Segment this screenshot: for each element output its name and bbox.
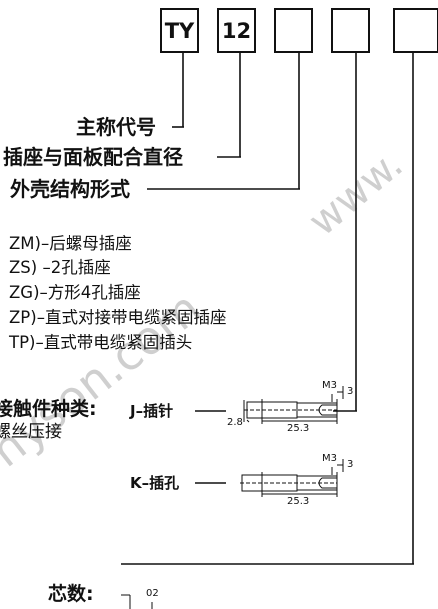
code-box-shell (274, 8, 313, 53)
code-box-diameter: 12 (217, 8, 256, 53)
label-main-code: 主称代号 (76, 115, 156, 139)
socket-thread-label: M3 (322, 453, 337, 464)
shell-option-zm: ZM)–后螺母插座 (9, 234, 132, 253)
socket-contact-drawing (195, 459, 344, 497)
pin-contact-label: J–插针 (130, 402, 174, 420)
pin-length-dim: 25.3 (287, 423, 310, 434)
socket-length-dim: 25.3 (287, 496, 310, 507)
socket-height-dim: 3 (347, 459, 354, 470)
shell-option-zp: ZP)–直式对接带电缆紧固插座 (9, 308, 227, 327)
pin-count-marker (121, 594, 153, 609)
shell-option-zs: ZS) –2孔插座 (9, 258, 111, 277)
pin-contact-drawing (195, 386, 344, 424)
pin-count-value: 02 (146, 588, 159, 599)
code-box-contact (331, 8, 370, 53)
pin-height-dim: 3 (347, 386, 354, 397)
shell-option-zg: ZG)–方形4孔插座 (9, 283, 141, 302)
code-box-series: TY (160, 8, 199, 53)
label-shell-form: 外壳结构形式 (10, 177, 130, 201)
socket-contact-label: K–插孔 (130, 474, 180, 492)
pin-diameter-dim: 2.8 (227, 417, 243, 428)
label-pin-count: 芯数: (48, 583, 94, 605)
shell-option-tp: TP)–直式带电缆紧固插头 (9, 333, 193, 352)
label-contact-type: 接触件种类: (0, 398, 97, 420)
pin-thread-label: M3 (322, 380, 337, 391)
label-termination: 螺丝压接 (0, 422, 62, 442)
label-diameter: 插座与面板配合直径 (3, 145, 183, 169)
